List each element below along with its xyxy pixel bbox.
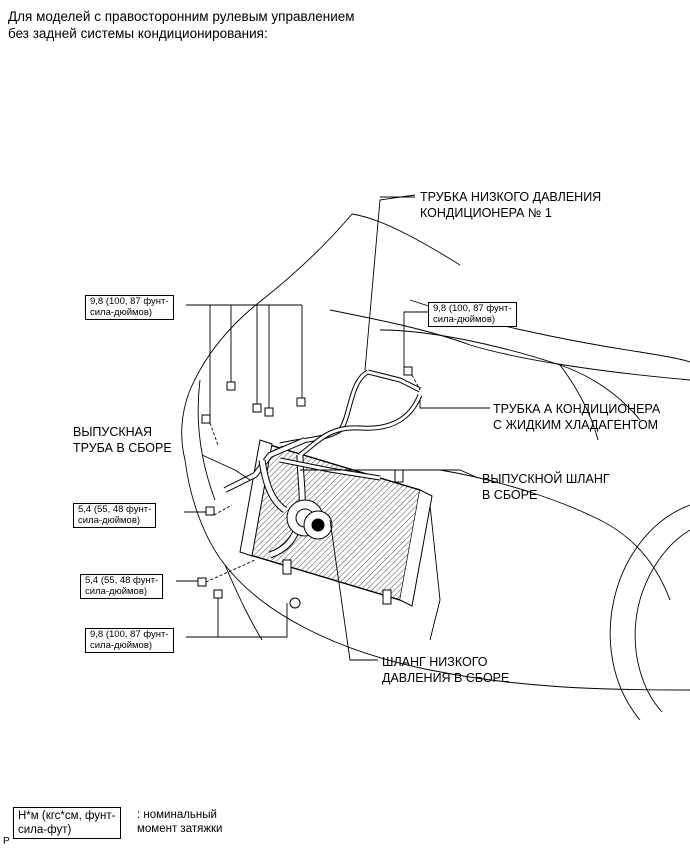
condenser [239, 439, 433, 607]
torque-callout-3: 5,4 (55, 48 фунт- сила-дюймов) [73, 503, 157, 528]
torque-callout-2-line1: 9,8 (100, 87 фунт- [433, 303, 512, 314]
label-discharge-pipe-line2: ТРУБА В СБОРЕ [73, 441, 172, 455]
heading-line-2: без задней системы кондиционирования: [8, 26, 268, 41]
torque-callout-1-line1: 9,8 (100, 87 фунт- [90, 296, 169, 307]
legend-box-line2: сила-фут) [18, 824, 72, 836]
leader-lines [176, 196, 490, 661]
torque-callout-3-line1: 5,4 (55, 48 фунт- [78, 504, 152, 515]
footer-mark: P [3, 836, 10, 847]
torque-callout-4: 5,4 (55, 48 фунт- сила-дюймов) [80, 574, 164, 599]
torque-callout-5-line2: сила-дюймов) [90, 639, 153, 651]
legend-description-line1: : номинальный [137, 809, 217, 821]
label-suction-hose-line1: ШЛАНГ НИЗКОГО [382, 655, 488, 669]
legend-description-line2: момент затяжки [137, 823, 223, 835]
label-low-pressure-tube-1-line2: КОНДИЦИОНЕРА № 1 [420, 206, 552, 220]
label-low-pressure-tube-1-line1: ТРУБКА НИЗКОГО ДАВЛЕНИЯ [420, 190, 602, 204]
torque-callout-1: 9,8 (100, 87 фунт- сила-дюймов) [85, 295, 174, 320]
label-discharge-hose: ВЫПУСКНОЙ ШЛАНГ В СБОРЕ [482, 471, 610, 503]
label-discharge-pipe-line1: ВЫПУСКНАЯ [73, 425, 153, 439]
label-liquid-tube-a-line1: ТРУБКА А КОНДИЦИОНЕРА [493, 402, 661, 416]
label-discharge-hose-line1: ВЫПУСКНОЙ ШЛАНГ [482, 472, 610, 486]
label-discharge-hose-line2: В СБОРЕ [482, 488, 538, 502]
torque-callout-5-line1: 9,8 (100, 87 фунт- [90, 629, 169, 640]
torque-callout-5: 9,8 (100, 87 фунт- сила-дюймов) [85, 628, 174, 653]
legend-torque-unit-box: Н*м (кгс*см, фунт- сила-фут) [13, 807, 121, 839]
torque-callout-3-line2: сила-дюймов) [78, 514, 141, 526]
torque-callout-4-line1: 5,4 (55, 48 фунт- [85, 575, 159, 586]
torque-callout-1-line2: сила-дюймов) [90, 306, 153, 318]
label-suction-hose-line2: ДАВЛЕНИЯ В СБОРЕ [382, 671, 510, 685]
legend-description: : номинальный момент затяжки [137, 808, 222, 836]
heading-line-1: Для моделей с правосторонним рулевым упр… [8, 9, 355, 24]
torque-callout-2: 9,8 (100, 87 фунт- сила-дюймов) [428, 302, 517, 327]
legend-box-line1: Н*м (кгс*см, фунт- [18, 810, 116, 822]
compressor [286, 499, 333, 540]
torque-callout-2-line2: сила-дюймов) [433, 313, 496, 325]
label-liquid-tube-a-line2: С ЖИДКИМ ХЛАДАГЕНТОМ [493, 418, 659, 432]
label-discharge-pipe: ВЫПУСКНАЯ ТРУБА В СБОРЕ [73, 424, 172, 456]
bolts [197, 366, 413, 609]
torque-callout-4-line2: сила-дюймов) [85, 585, 148, 597]
label-suction-hose: ШЛАНГ НИЗКОГО ДАВЛЕНИЯ В СБОРЕ [382, 654, 509, 686]
label-low-pressure-tube-1: ТРУБКА НИЗКОГО ДАВЛЕНИЯ КОНДИЦИОНЕРА № 1 [420, 189, 601, 221]
page-heading: Для моделей с правосторонним рулевым упр… [8, 8, 355, 42]
label-liquid-tube-a: ТРУБКА А КОНДИЦИОНЕРА С ЖИДКИМ ХЛАДАГЕНТ… [493, 401, 660, 433]
